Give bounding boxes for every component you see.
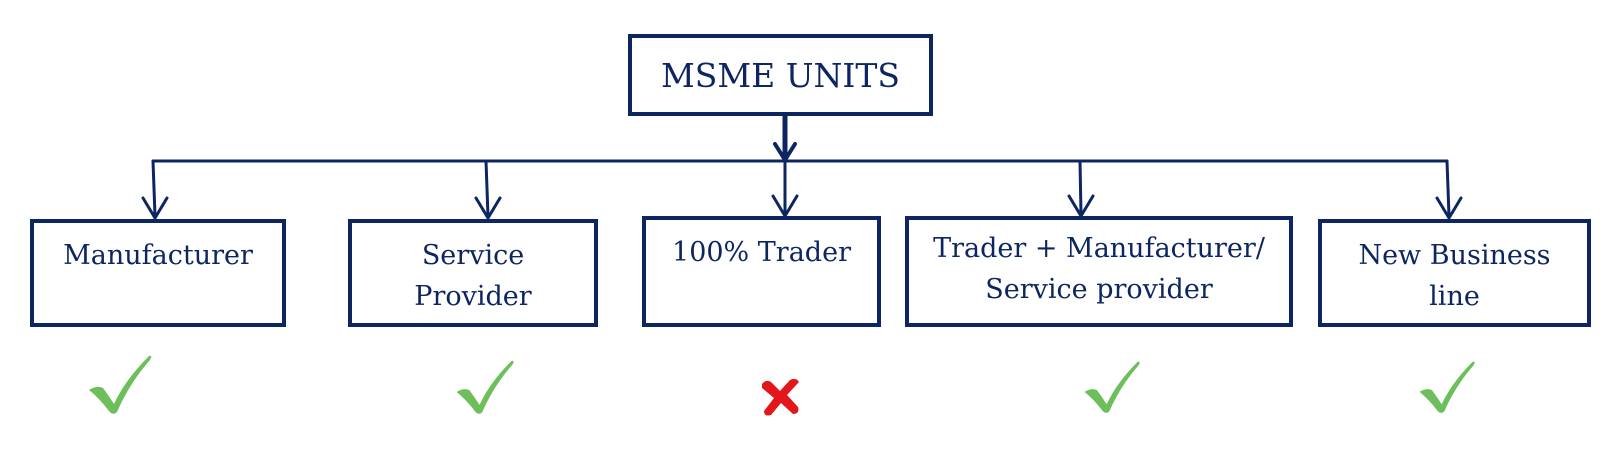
category-label: New Business bbox=[1358, 240, 1551, 271]
check-icon bbox=[1419, 361, 1475, 413]
category-box-manufacturer: Manufacturer bbox=[30, 219, 286, 327]
msme-units-box: MSME UNITS bbox=[628, 34, 933, 116]
cross-icon bbox=[762, 378, 799, 416]
category-box-service-provider: Service Provider bbox=[348, 219, 598, 327]
category-box-trader: 100% Trader bbox=[642, 216, 881, 327]
category-label: Manufacturer bbox=[63, 240, 253, 271]
check-icon bbox=[456, 360, 514, 414]
branch-arrow-1 bbox=[151, 159, 157, 218]
category-label: Service provider bbox=[985, 274, 1213, 305]
check-icon bbox=[89, 355, 152, 414]
check-icon bbox=[1084, 361, 1140, 413]
branch-arrowhead-1 bbox=[141, 196, 169, 220]
branch-arrow-4 bbox=[1078, 159, 1083, 216]
category-box-trader-manufacturer-service: Trader + Manufacturer/ Service provider bbox=[905, 216, 1293, 327]
category-label: 100% Trader bbox=[672, 237, 851, 268]
root-label: MSME UNITS bbox=[660, 55, 901, 95]
category-box-new-business-line: New Business line bbox=[1318, 219, 1591, 327]
category-label: Service bbox=[421, 240, 525, 271]
branch-arrowhead-2 bbox=[474, 196, 502, 220]
branch-arrowhead-5 bbox=[1435, 196, 1463, 220]
category-label: Trader + Manufacturer/ bbox=[933, 233, 1265, 264]
category-label: line bbox=[1429, 281, 1480, 312]
category-label: Provider bbox=[414, 281, 532, 312]
branch-arrow-5 bbox=[1445, 159, 1451, 218]
branch-arrow-2 bbox=[484, 159, 490, 218]
